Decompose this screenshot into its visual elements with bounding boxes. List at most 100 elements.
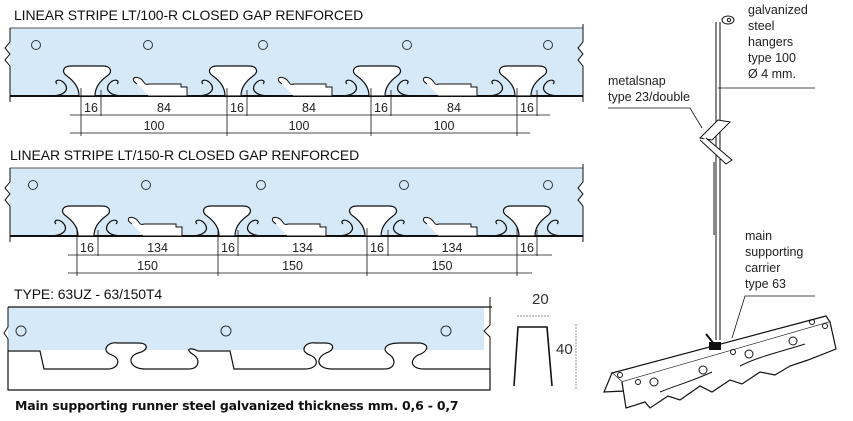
carrier-leader (731, 295, 815, 339)
carrier-hole (744, 349, 754, 359)
strip-2-right-break (577, 164, 584, 242)
strip-1-gap-label: 16 (520, 101, 534, 115)
runner-hole (15, 325, 27, 337)
carrier-label: main supporting carrier type 63 (745, 229, 804, 291)
carrier-hole (617, 372, 623, 378)
strip-1-span-label: 84 (302, 101, 316, 115)
strip-2-gap-label: 16 (520, 241, 534, 255)
carrier-hole (635, 379, 641, 385)
strip-1-slot (208, 65, 258, 97)
strip-2-lock-notch (127, 217, 183, 237)
carrier-hole (822, 323, 828, 329)
strip-1-hole (31, 40, 41, 50)
runner-caption: Main supporting runner steel galvanized … (15, 398, 459, 413)
profile-shape (513, 326, 553, 387)
strip-2-hook-left (488, 219, 508, 237)
strip-1-hook-left (338, 79, 358, 97)
runner-drawing (3, 297, 492, 391)
strip-1-module-label: 100 (434, 119, 455, 133)
strip-1-gap-label: 16 (84, 101, 98, 115)
strip-1-left-break (4, 28, 11, 102)
strip-2-slot (202, 205, 252, 237)
strip-2-slot (348, 205, 398, 237)
strip-1-hole (402, 40, 412, 50)
metalsnap-label: metalsnap type 23/double (608, 74, 691, 104)
strip-2-hole (399, 180, 409, 190)
strip-2-hook-left (47, 219, 67, 237)
carrier-hole (649, 377, 659, 387)
strip-1-lock-notch (422, 77, 478, 97)
runner-profile-section (513, 315, 577, 389)
strip-1-hook-left (48, 79, 68, 97)
strip-1-drawing (4, 24, 584, 102)
metalsnap-clip (698, 119, 732, 141)
strip-2-lock-notch (422, 217, 478, 237)
hanger-eyelet (721, 15, 735, 25)
runner-right-break (483, 297, 491, 378)
runner-hole (440, 325, 452, 337)
strip-2-hole (543, 180, 553, 190)
strip-1-lock-notch (277, 77, 333, 97)
strip-2-hole (256, 180, 266, 190)
strip-2-hook-left (334, 219, 354, 237)
carrier-slot-line (659, 343, 806, 393)
carrier-hole (788, 336, 798, 346)
strip-2-hook-right (246, 219, 266, 237)
strip-1-gap-label: 16 (374, 101, 388, 115)
strip-1-hook-right (396, 79, 416, 97)
carrier-hole (730, 349, 736, 355)
strip-1-title: LINEAR STRIPE LT/100-R CLOSED GAP RENFOR… (14, 7, 364, 23)
strip-2-module-label: 150 (137, 259, 158, 273)
strip-2-hook-left (188, 219, 208, 237)
strip-1-module-label: 100 (144, 119, 165, 133)
strip-2-title: LINEAR STRIPE LT/150-R CLOSED GAP RENFOR… (10, 147, 360, 163)
strip-1-hole (543, 40, 553, 50)
strip-1-hook-right (106, 79, 126, 97)
strip-2-span-label: 134 (147, 241, 168, 255)
strip-1-hole (143, 40, 153, 50)
metalsnap-leader (608, 107, 703, 129)
strip-2-hole (141, 180, 151, 190)
runner-cut-profile (7, 342, 491, 391)
strip-2-span-label: 134 (292, 241, 313, 255)
strip-2-gap-label: 16 (370, 241, 384, 255)
runner-title: TYPE: 63UZ - 63/150T4 (14, 286, 163, 302)
strip-1-hole (258, 40, 268, 50)
strip-1-hook-right (542, 79, 562, 97)
strip-1-span-label: 84 (447, 101, 461, 115)
strip-1-span-label: 84 (157, 101, 171, 115)
strip-2-hook-right (392, 219, 412, 237)
strip-1-slot (62, 65, 112, 97)
strip-2-drawing (4, 164, 584, 242)
profile-height-label: 40 (556, 341, 573, 358)
strip-1-hook-left (484, 79, 504, 97)
hanger-eyelet-hole (726, 17, 732, 23)
carrier-hole (809, 319, 815, 325)
metalsnap-clip-lower (699, 137, 733, 165)
strip-2-hook-right (546, 219, 566, 237)
strip-2-module-label: 150 (432, 259, 453, 273)
strip-1-slot (498, 65, 548, 97)
assembly-drawing (603, 15, 837, 409)
hanger-label: galvanized steel hangers type 100 Ø 4 mm… (748, 3, 808, 81)
strip-2-left-break (4, 168, 11, 242)
carrier-clip (709, 342, 721, 350)
strip-1-hook-left (194, 79, 214, 97)
strip-2-slot (61, 205, 111, 237)
runner-hole (220, 325, 232, 337)
strip-1-module-label: 100 (289, 119, 310, 133)
profile-width-label: 20 (532, 291, 549, 308)
strip-2-gap-label: 16 (221, 241, 235, 255)
strip-2-module-label: 150 (282, 259, 303, 273)
strip-1-gap-label: 16 (230, 101, 244, 115)
strip-1-hook-right (252, 79, 272, 97)
strip-2-span-label: 134 (442, 241, 463, 255)
strip-1-slot (352, 65, 402, 97)
strip-2-hook-right (105, 219, 125, 237)
carrier-hole (698, 365, 708, 375)
strip-2-gap-label: 16 (80, 241, 94, 255)
strip-1-right-break (577, 24, 584, 102)
strip-2-lock-notch (271, 217, 327, 237)
strip-2-hole (28, 180, 38, 190)
